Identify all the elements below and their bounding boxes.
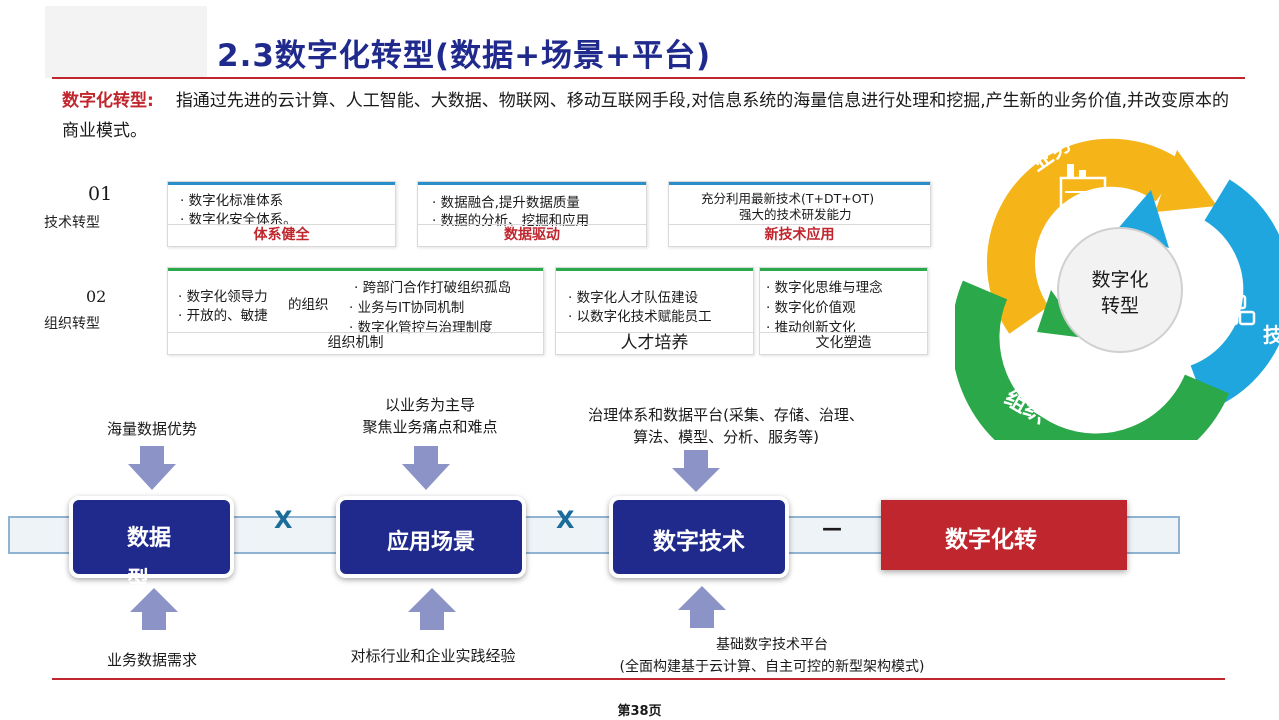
card-caption: 人才培养 bbox=[556, 332, 753, 354]
card-accent-bar bbox=[168, 268, 543, 271]
org-card-mechanism: · 数字化领导力 · 开放的、敏捷 的组织 · 跨部门合作打破组织孤岛 · 业务… bbox=[167, 267, 544, 355]
card-caption: 文化塑造 bbox=[760, 332, 927, 354]
org-card-talent: · 数字化人才队伍建设 · 以数字化技术赋能员工 人才培养 bbox=[555, 267, 754, 355]
card-accent-bar bbox=[168, 182, 395, 185]
row-label-org: 组织转型 bbox=[44, 316, 100, 332]
card-accent-bar bbox=[418, 182, 646, 185]
card-line: · 以数字化技术赋能员工 bbox=[568, 309, 712, 325]
flow-box-scenario: 应用场景 bbox=[336, 496, 526, 578]
card-accent-bar bbox=[760, 268, 927, 271]
flow-note-below-scenario: 对标行业和企业实践经验 bbox=[350, 647, 516, 665]
row-label-tech: 技术转型 bbox=[44, 215, 100, 231]
cycle-label-tech: 技 bbox=[1263, 323, 1279, 347]
flow-box-label: 数据 bbox=[127, 526, 172, 551]
up-arrow-icon bbox=[678, 586, 726, 628]
flow-box-tech: 数字技术 bbox=[609, 496, 789, 578]
flow-note-below-data: 业务数据需求 bbox=[106, 651, 197, 669]
cycle-center-line2: 转型 bbox=[1101, 295, 1139, 317]
title-divider bbox=[52, 77, 1245, 79]
down-arrow-icon bbox=[402, 446, 450, 490]
team-icon bbox=[1041, 357, 1089, 392]
tech-card-newtech: 充分利用最新技术(T+DT+OT) 强大的技术研发能力 新技术应用 bbox=[668, 181, 931, 247]
card-line: · 数据融合,提升数据质量 bbox=[432, 195, 580, 211]
card-caption: 数据驱动 bbox=[418, 224, 646, 246]
footer-divider bbox=[52, 678, 1225, 680]
flow-note-below-tech: 基础数字技术平台 (全面构建基于云计算、自主可控的新型架构模式) bbox=[619, 637, 925, 675]
card-caption: 体系健全 bbox=[168, 224, 395, 246]
cycle-center-circle bbox=[1057, 227, 1183, 353]
card-line: · 数字化思维与理念 bbox=[766, 280, 883, 296]
card-line: 的组织 bbox=[288, 297, 329, 313]
card-line: · 数字化人才队伍建设 bbox=[568, 290, 699, 306]
flow-box-label: 数字化转 bbox=[945, 527, 1037, 553]
card-line: · 开放的、敏捷 bbox=[178, 308, 268, 324]
page-title: 2.3数字化转型(数据+场景+平台) bbox=[217, 38, 712, 74]
row-number-02: 02 bbox=[86, 287, 107, 306]
org-arc bbox=[955, 280, 1230, 440]
transformation-cycle-diagram: 数字化 转型 业务 组织 技 bbox=[955, 130, 1279, 440]
card-accent-bar bbox=[556, 268, 753, 271]
card-accent-bar bbox=[669, 182, 930, 185]
business-arc bbox=[987, 138, 1185, 334]
title-backdrop bbox=[45, 6, 207, 78]
org-card-culture: · 数字化思维与理念 · 数字化价值观 · 推动创新文化 文化塑造 bbox=[759, 267, 928, 355]
card-line: · 数字化领导力 bbox=[178, 289, 268, 305]
card-caption: 组织机制 bbox=[168, 332, 543, 354]
flow-note-above-scenario: 以业务为主导 聚焦业务痛点和难点 bbox=[362, 396, 498, 436]
flow-box-data: 数据 型 bbox=[69, 496, 234, 593]
card-line: · 数字化标准体系 bbox=[180, 193, 284, 209]
flow-box-label-overflow: 型 bbox=[127, 568, 150, 593]
card-line: · 业务与IT协同机制 bbox=[349, 300, 465, 316]
flow-connector: X bbox=[556, 506, 575, 534]
tech-card-data: · 数据融合,提升数据质量 · 数据的分析、挖掘和应用 数据驱动 bbox=[417, 181, 647, 247]
down-arrow-icon bbox=[128, 446, 176, 490]
card-line: · 数字化价值观 bbox=[766, 300, 856, 316]
flow-note-above-data: 海量数据优势 bbox=[106, 420, 197, 438]
cycle-center-line1: 数字化 bbox=[1091, 269, 1148, 291]
page-number: 第38页 bbox=[617, 704, 662, 719]
flow-connector: — bbox=[822, 516, 842, 540]
factory-icon bbox=[1059, 164, 1107, 210]
definition-paragraph: 数字化转型:指通过先进的云计算、人工智能、大数据、物联网、移动互联网手段,对信息… bbox=[62, 86, 1242, 146]
flow-box-label: 数字技术 bbox=[653, 529, 745, 555]
definition-text: 指通过先进的云计算、人工智能、大数据、物联网、移动互联网手段,对信息系统的海量信… bbox=[62, 91, 1230, 141]
row-number-01: 01 bbox=[88, 183, 113, 205]
flow-box-label: 应用场景 bbox=[386, 530, 475, 555]
flow-box-transformation: 数字化转 bbox=[881, 500, 1127, 570]
server-icon bbox=[1221, 294, 1256, 326]
up-arrow-icon bbox=[408, 588, 456, 630]
down-arrow-icon bbox=[672, 450, 720, 492]
card-line: · 数据的分析、挖掘和应用 bbox=[432, 213, 590, 229]
tech-arc bbox=[1189, 179, 1279, 411]
definition-term: 数字化转型: bbox=[62, 91, 154, 111]
card-line: 充分利用最新技术(T+DT+OT) bbox=[701, 191, 875, 206]
up-arrow-icon bbox=[130, 588, 178, 630]
card-line: · 跨部门合作打破组织孤岛 bbox=[354, 280, 512, 296]
business-arrowhead bbox=[1155, 150, 1217, 212]
flow-connector: X bbox=[274, 506, 293, 534]
card-line: 强大的技术研发能力 bbox=[739, 207, 852, 222]
flow-note-above-tech: 治理体系和数据平台(采集、存储、治理、 算法、模型、分析、服务等) bbox=[588, 406, 864, 446]
tech-card-system: · 数字化标准体系 · 数字化安全体系。 体系健全 bbox=[167, 181, 396, 247]
card-caption: 新技术应用 bbox=[669, 224, 930, 246]
